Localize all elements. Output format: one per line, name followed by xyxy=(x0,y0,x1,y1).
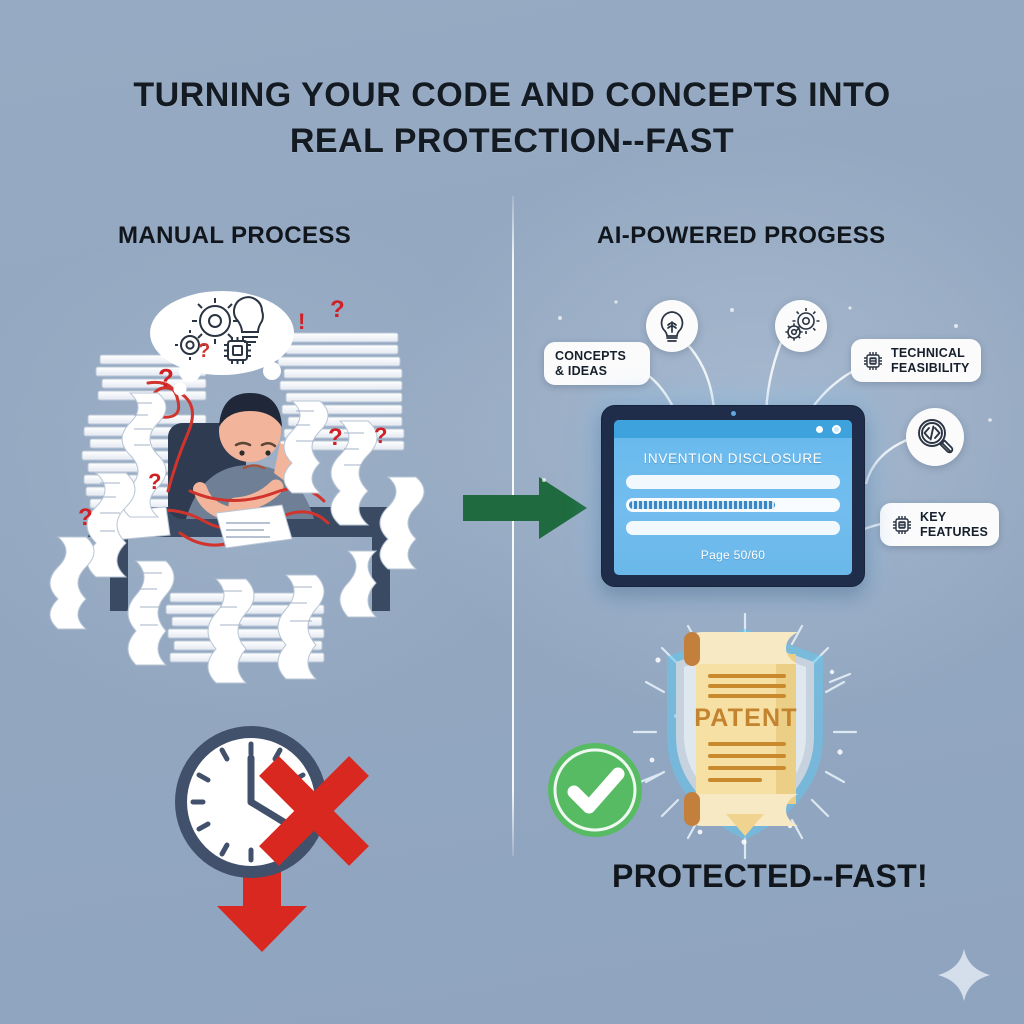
patent-shield-badge: PATENT xyxy=(632,612,858,860)
column-heading-ai: AI-POWERED PROGESS xyxy=(597,222,886,249)
svg-text:?: ? xyxy=(158,363,174,393)
vertical-divider xyxy=(512,196,514,856)
progress-bar xyxy=(626,498,840,512)
slow-clock-with-x-icon xyxy=(163,722,388,952)
chip-icon xyxy=(862,350,884,372)
form-field-row[interactable] xyxy=(626,521,840,535)
gears-icon xyxy=(775,300,827,352)
result-caption: PROTECTED--FAST! xyxy=(612,858,928,894)
chip-icon xyxy=(891,514,913,536)
svg-text:?: ? xyxy=(330,296,345,323)
form-field-row[interactable] xyxy=(626,475,840,489)
magnifier-code-icon xyxy=(906,408,964,466)
four-point-star-icon xyxy=(936,947,992,1003)
svg-text:?: ? xyxy=(78,504,93,531)
pill-technical-feasibility[interactable]: TECHNICAL FEASIBILITY xyxy=(851,339,981,382)
column-heading-manual: MANUAL PROCESS xyxy=(118,222,352,249)
lightbulb-icon xyxy=(646,300,698,352)
tablet-screen: INVENTION DISCLOSURE Page 50/60 xyxy=(614,420,852,575)
patent-label: PATENT xyxy=(694,704,798,732)
status-badge-check xyxy=(545,740,645,840)
window-close-icon[interactable] xyxy=(832,425,841,434)
tablet-device[interactable]: INVENTION DISCLOSURE Page 50/60 xyxy=(601,405,865,587)
page-indicator: Page 50/60 xyxy=(700,548,766,562)
pill-concepts-label: CONCEPTS & IDEAS xyxy=(555,349,627,378)
pill-concepts-ideas[interactable]: CONCEPTS & IDEAS xyxy=(544,342,650,385)
page-title: TURNING YOUR CODE AND CONCEPTS INTO REAL… xyxy=(0,72,1024,164)
svg-text:?: ? xyxy=(148,469,161,494)
svg-text:?: ? xyxy=(198,340,210,362)
screen-title-bar xyxy=(614,420,852,438)
svg-text:?: ? xyxy=(374,423,387,448)
svg-text:?: ? xyxy=(328,424,343,451)
window-dot-icon xyxy=(816,426,823,433)
title-line-2: REAL PROTECTION--FAST xyxy=(289,122,735,160)
pill-key-label: KEY FEATURES xyxy=(920,510,989,539)
screen-title: INVENTION DISCLOSURE xyxy=(643,451,823,466)
pill-key-features[interactable]: KEY FEATURES xyxy=(880,503,1000,546)
pill-technical-label: TECHNICAL FEASIBILITY xyxy=(891,346,970,375)
svg-text:!: ! xyxy=(298,309,305,334)
title-line-1: TURNING YOUR CODE AND CONCEPTS INTO xyxy=(133,76,891,114)
overwhelmed-person-illustration: ? ? ! ? ? ? ? ? xyxy=(40,275,460,685)
right-arrow-icon xyxy=(463,477,587,539)
